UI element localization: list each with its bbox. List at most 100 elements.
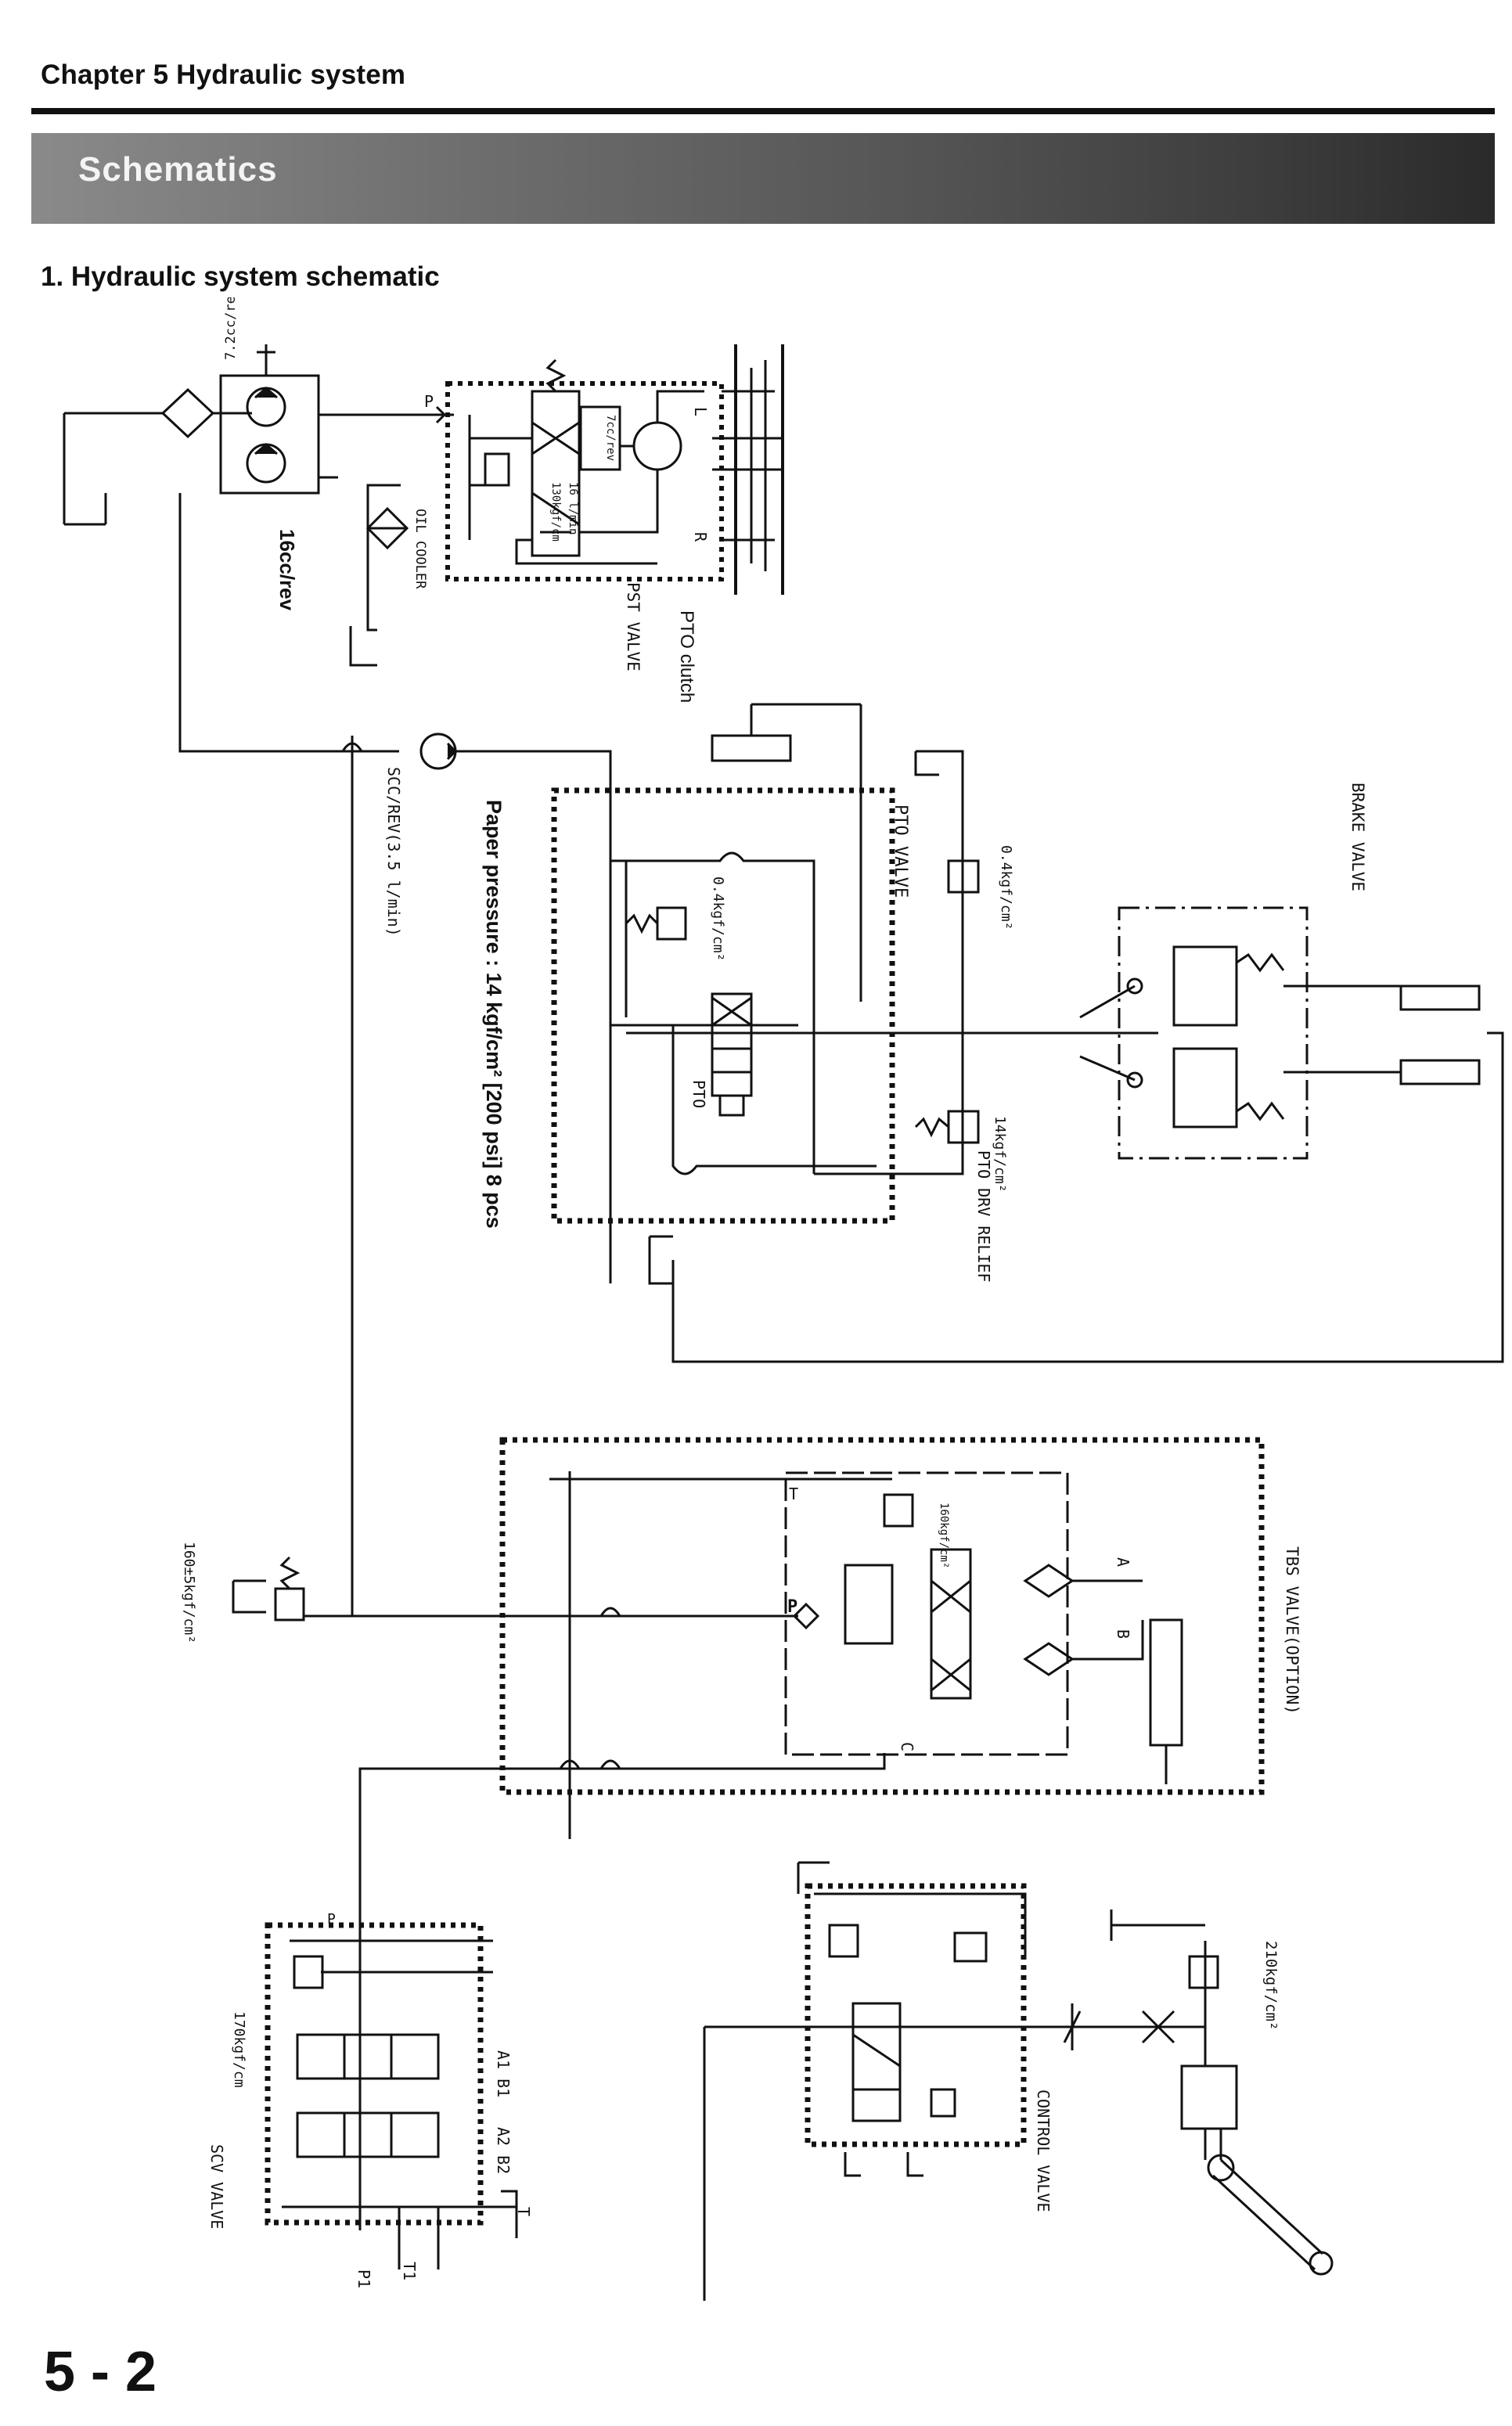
control-valve-group <box>703 1861 1334 2301</box>
relief-04b-label: 0.4kgf/cm² <box>998 845 1014 930</box>
brake-cylinder-left <box>1399 1059 1481 1085</box>
scv-port-t1: T1 <box>400 2262 419 2280</box>
pst-port-l: L <box>691 407 710 416</box>
tbs-check-a <box>1023 1564 1075 1598</box>
main-relief-label: 160±5kgf/cm² <box>181 1542 197 1643</box>
pto-spool-label: PTO <box>689 1080 708 1108</box>
relief-14-spring <box>914 1117 949 1138</box>
scv-port-t: T <box>514 2207 533 2216</box>
paper-pressure-label: Paper pressure : 14 kgf/cm² [200 psi] 8 … <box>482 800 506 1229</box>
pto-top-tank <box>914 750 964 776</box>
tbs-port-t: T <box>789 1485 798 1503</box>
scv-port-p: P <box>327 1911 336 1927</box>
pto-clutch-pack <box>712 360 783 571</box>
scc-rev-label: SCC/REV(3.5 l/min) <box>384 767 403 937</box>
pst-flow-label: 16 l/min <box>567 482 579 535</box>
pst-port-p: P <box>424 392 434 411</box>
pst-valve-dashed-box <box>445 381 724 581</box>
banner-title: Schematics <box>78 150 278 189</box>
oil-cooler <box>365 506 409 550</box>
chapter-heading: Chapter 5 Hydraulic system <box>41 59 406 90</box>
pto-valve-label: PTO VALVE <box>891 804 910 898</box>
main-relief-valve <box>274 1587 305 1622</box>
pto-return-line <box>671 1025 877 1175</box>
lift-arm-pivot <box>1207 2154 1235 2182</box>
line-crossover-1 <box>341 742 363 752</box>
suction-filter <box>160 387 215 439</box>
control-top-tank <box>797 1861 830 1894</box>
lift-needle-valve <box>1141 2010 1175 2044</box>
tbs-relief <box>883 1493 914 1528</box>
oil-cooler-label: OIL COOLER <box>412 509 428 589</box>
pump-housing <box>219 374 320 495</box>
lift-relief-line <box>1110 1909 1207 2066</box>
pst-internal-line-a <box>468 415 532 540</box>
pst-valve-label: PST VALVE <box>624 582 643 671</box>
tbs-spool-stack <box>930 1548 972 1700</box>
pst-spring <box>545 358 567 393</box>
cooler-drain-tank <box>349 618 377 667</box>
pto-relief-04a-spring <box>625 913 659 934</box>
pto-drv-relief-label: PTO DRV RELIEF <box>974 1150 993 1283</box>
pto-drv-vertical <box>814 775 964 1175</box>
tbs-cylinder <box>1149 1618 1183 1747</box>
main-pressure-line <box>351 736 720 1618</box>
pst-relief-valve <box>484 452 510 487</box>
control-valve-label: CONTROL VALVE <box>1034 2089 1053 2212</box>
pto-drv-relief-group <box>626 750 1158 1175</box>
pto-relief-04a-label: 0.4kgf/cm² <box>710 876 726 961</box>
brake-cylinder-right <box>1399 984 1481 1011</box>
relief-04b-valve <box>947 859 980 894</box>
brake-pivot-upper <box>1126 977 1143 995</box>
lift-arm-end <box>1309 2251 1334 2276</box>
pto-internal-lines <box>610 851 815 1174</box>
brake-pivot-lower <box>1126 1071 1143 1089</box>
scv-return-lines <box>282 2205 517 2269</box>
pst-flow-block <box>579 405 621 471</box>
control-top-line <box>814 1892 1027 1956</box>
tbs-valve-dashed-box <box>499 1437 1265 1795</box>
tbs-port-a: A <box>1114 1557 1132 1567</box>
lift-cylinder <box>1180 2064 1238 2130</box>
tbs-valve-group <box>358 1437 1265 2230</box>
pto-relief-04a <box>656 906 687 941</box>
brake-spring-upper <box>1236 952 1285 973</box>
section-banner: Schematics <box>31 133 1495 224</box>
pump-main-arrow <box>254 443 278 455</box>
reservoir-tank <box>63 412 106 526</box>
scv-spool-2 <box>296 2111 440 2158</box>
tbs-port-p: P <box>787 1597 797 1617</box>
brake-spool-lower <box>1172 1047 1238 1128</box>
control-pilot <box>953 1931 988 1963</box>
relief-14-label: 14kgf/cm² <box>992 1116 1008 1193</box>
header-rule <box>31 108 1495 114</box>
tbs-out-b <box>1072 1620 1144 1661</box>
scv-valve-group <box>265 1922 518 2269</box>
main-relief-tank <box>232 1579 266 1614</box>
page-number: 5 - 2 <box>44 2341 157 2403</box>
tbs-spool-marks <box>931 1579 971 1692</box>
pst-motor-lines <box>579 390 704 534</box>
pump-small-arrow <box>254 387 278 399</box>
brake-valve-label: BRAKE VALVE <box>1348 783 1367 891</box>
pst-return-line <box>515 538 657 565</box>
tbs-p-check <box>792 1602 820 1630</box>
scv-valve-dashed-box <box>265 1922 484 2226</box>
scv-side-t <box>501 2190 518 2238</box>
control-valve-dashed-box <box>805 1883 1027 2147</box>
oil-cooler-line <box>366 484 401 618</box>
pto-clutch-cylinder-top <box>711 734 792 762</box>
tbs-relief-label: 160kgf/cm² <box>938 1503 950 1568</box>
tbs-c-line <box>358 1753 886 2230</box>
section-title: 1. Hydraulic system schematic <box>41 261 440 292</box>
main-relief-spring <box>279 1556 301 1590</box>
main-pump-outlet <box>178 476 399 753</box>
pto-valve-group <box>551 703 1504 1363</box>
pto-clutch-shaft <box>734 344 784 595</box>
scv-relief-label: 170kgf/cm <box>231 2011 247 2088</box>
control-check <box>930 2088 956 2118</box>
tbs-port-b: B <box>1114 1629 1132 1639</box>
pst-port-r: R <box>691 532 710 542</box>
tbs-check-b <box>1023 1642 1075 1676</box>
tbs-main-block <box>844 1564 894 1645</box>
